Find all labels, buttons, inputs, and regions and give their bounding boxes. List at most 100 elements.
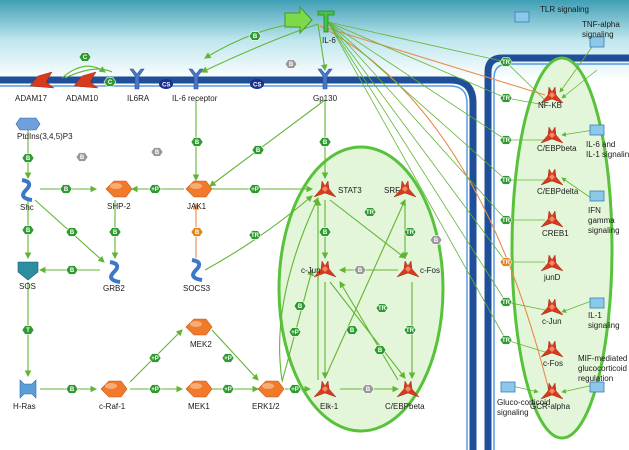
gp130-label: Gp130: [313, 94, 338, 103]
edge-badge-b: B: [21, 153, 35, 163]
edge-badge-tr: TR: [499, 175, 513, 185]
edge-badge-b: B: [248, 31, 262, 41]
svg-text:TR: TR: [502, 260, 511, 266]
svg-text:B: B: [256, 148, 261, 154]
edge-badge-b: B: [353, 265, 367, 275]
svg-text:+P: +P: [151, 187, 159, 193]
edge-badge-tr: TR: [403, 227, 417, 237]
cjun-right-label: c-Jun: [542, 317, 562, 326]
jak1-label: JAK1: [187, 202, 207, 211]
edge-badge-t: T: [21, 325, 35, 335]
svg-text:B: B: [298, 304, 303, 310]
svg-text:B: B: [358, 268, 363, 274]
il6-label: IL-6: [322, 36, 336, 45]
il6-receptor-label: IL-6 receptor: [172, 94, 218, 103]
tlr-signal-box[interactable]: [514, 11, 530, 23]
svg-text:CS: CS: [253, 83, 261, 89]
svg-text:TR: TR: [502, 96, 511, 102]
shc-node[interactable]: Shc: [20, 178, 34, 212]
svg-text:B: B: [113, 230, 118, 236]
svg-text:TR: TR: [406, 328, 415, 334]
jund-label: junD: [543, 273, 561, 282]
svg-text:C: C: [83, 55, 88, 61]
il6-node[interactable]: IL-6: [317, 10, 336, 45]
hras-label: H-Ras: [13, 402, 36, 411]
svg-text:B: B: [70, 268, 75, 274]
jak1-node[interactable]: [185, 180, 213, 198]
svg-text:B: B: [378, 348, 383, 354]
cebpdelta-label: C/EBPdelta: [537, 187, 579, 196]
svg-text:+P: +P: [251, 187, 259, 193]
edge-badge-tr: TR: [375, 303, 389, 313]
mek2-node[interactable]: [185, 318, 213, 336]
il6-fan-edges: [327, 21, 546, 353]
il1-signal-box[interactable]: [589, 297, 605, 309]
stat3-label: STAT3: [338, 186, 362, 195]
cfos-right-label: c-Fos: [543, 359, 563, 368]
svg-text:+P: +P: [151, 356, 159, 362]
edge-badge-b: B: [65, 265, 79, 275]
socs3-node[interactable]: SOCS3: [183, 258, 211, 293]
edge-badge-tr: TR: [499, 257, 513, 267]
ptdins-node[interactable]: PtdIns(3,4,5)P3: [15, 117, 73, 141]
svg-text:B: B: [253, 34, 258, 40]
shp2-node[interactable]: [105, 180, 133, 198]
svg-text:TR: TR: [406, 230, 415, 236]
svg-text:TR: TR: [502, 338, 511, 344]
svg-text:TR: TR: [502, 178, 511, 184]
edge-badge-b: B: [75, 152, 89, 162]
edge-badge-tr: TR: [499, 57, 513, 67]
edge-badge-b: B: [108, 227, 122, 237]
erk-node[interactable]: [257, 380, 285, 398]
mif-signal-box[interactable]: [589, 381, 605, 393]
edge-badge-c: C: [103, 77, 117, 87]
edge-badge-b: B: [429, 235, 443, 245]
edge-badge-tr: TR: [499, 215, 513, 225]
il6il1-signal-box[interactable]: [589, 124, 605, 136]
edge-badge-p: +P: [221, 353, 235, 363]
nucleus-membrane: [484, 54, 629, 450]
adam10-label: ADAM10: [66, 94, 99, 103]
edge-badge-b: B: [190, 227, 204, 237]
mek1-label: MEK1: [188, 402, 210, 411]
srf-label: SRF: [384, 186, 400, 195]
mek1-node[interactable]: [185, 380, 213, 398]
svg-text:B: B: [26, 228, 31, 234]
edge-badge-p: +P: [148, 184, 162, 194]
edge-badge-tr: TR: [403, 325, 417, 335]
mek2-label: MEK2: [190, 340, 212, 349]
svg-text:TR: TR: [502, 138, 511, 144]
edge-badge-p: +P: [148, 384, 162, 394]
ptdins-label: PtdIns(3,4,5)P3: [17, 132, 73, 141]
cebpbeta-right-label: C/EBPbeta: [537, 144, 577, 153]
craf-node[interactable]: [100, 380, 128, 398]
edge-badge-b: B: [59, 184, 73, 194]
edge-badge-tr: TR: [499, 93, 513, 103]
elk1-label: Elk-1: [320, 402, 339, 411]
gluco-signal-box[interactable]: [500, 381, 516, 393]
cs-badge-1: CS: [159, 79, 173, 89]
grb2-node[interactable]: GRB2: [103, 260, 125, 293]
edge-badge-p: +P: [288, 327, 302, 337]
svg-text:+P: +P: [224, 356, 232, 362]
shp2-label: SHP-2: [107, 202, 131, 211]
edge-badge-b: B: [318, 227, 332, 237]
sos-node[interactable]: SOS: [17, 261, 39, 291]
svg-text:TR: TR: [366, 210, 375, 216]
svg-text:B: B: [64, 187, 69, 193]
edge-badge-b: B: [251, 145, 265, 155]
edge-badge-tr: TR: [499, 335, 513, 345]
edge-badge-b: B: [65, 227, 79, 237]
cs-badge-2: CS: [250, 79, 264, 89]
hras-node[interactable]: H-Ras: [13, 379, 37, 411]
edge-badge-b: B: [373, 345, 387, 355]
svg-text:B: B: [80, 155, 85, 161]
ifn-signal-box[interactable]: [589, 190, 605, 202]
svg-text:B: B: [350, 328, 355, 334]
shc-label: Shc: [20, 203, 34, 212]
